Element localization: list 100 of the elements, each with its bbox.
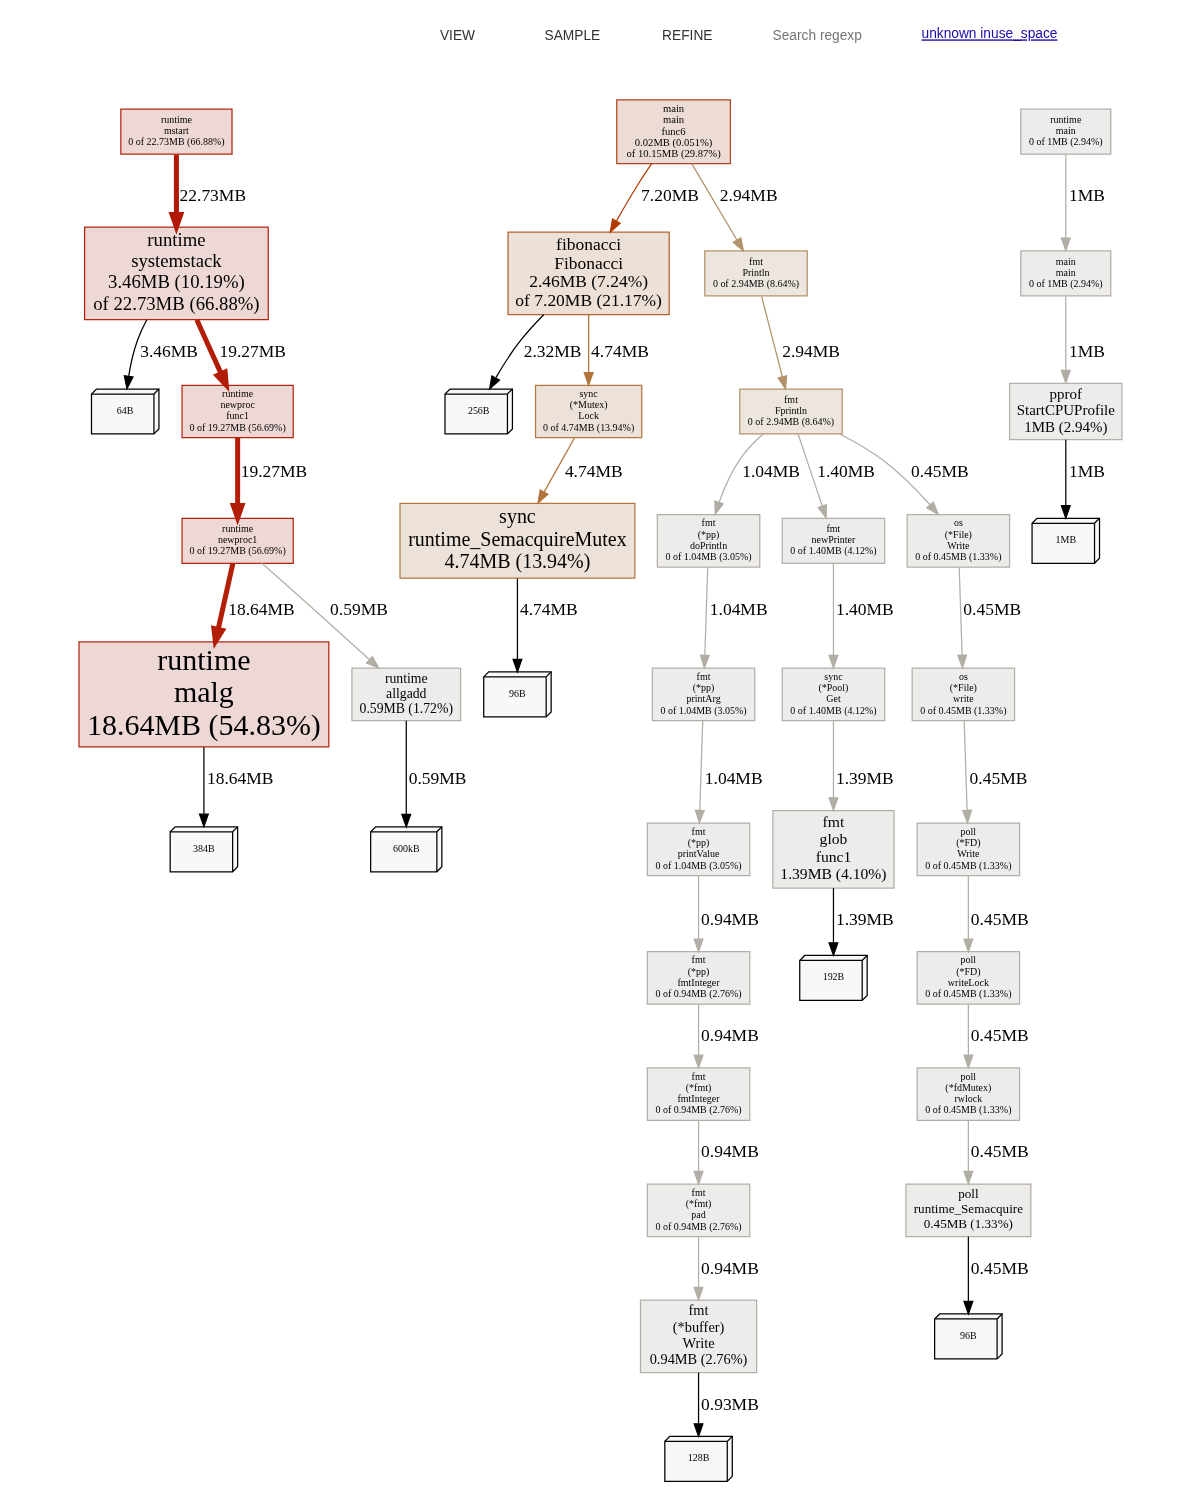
arrow bbox=[760, 295, 787, 391]
node-box: sync (*Mutex) Lock 0 of 4.74MB (13.94%) bbox=[534, 384, 642, 439]
edge-label: 4.74MB bbox=[519, 599, 578, 620]
arrow bbox=[713, 433, 764, 517]
edge-label: 0.45MB bbox=[969, 767, 1027, 788]
arrow bbox=[194, 318, 229, 392]
node-box: sync (*Pool) Get 0 of 1.40MB (4.12%) bbox=[781, 667, 885, 722]
arrow bbox=[962, 1003, 974, 1070]
arrow bbox=[827, 720, 839, 813]
edge-label: 4.74MB bbox=[564, 460, 623, 481]
edge-label: 0.45MB bbox=[970, 909, 1029, 930]
label: REFINE bbox=[661, 27, 712, 43]
arrow bbox=[956, 566, 967, 670]
arrow bbox=[827, 887, 839, 958]
arrow bbox=[1060, 439, 1071, 521]
arrow bbox=[1060, 154, 1071, 253]
arrow bbox=[511, 578, 523, 674]
node-box: runtime newproc func1 0 of 19.27MB (56.69%) bbox=[180, 384, 294, 439]
edge-label: 19.27MB bbox=[240, 460, 307, 481]
arrow bbox=[838, 433, 939, 516]
arrow bbox=[692, 1003, 704, 1070]
arrow bbox=[582, 314, 594, 388]
edge-label: 1MB bbox=[1068, 184, 1105, 205]
node-box: fmt (*pp) printArg 0 of 1.04MB (3.05%) bbox=[651, 667, 755, 722]
edge-label: 7.20MB bbox=[640, 184, 699, 205]
node-box: runtime main 0 of 1MB (2.94%) bbox=[1019, 108, 1111, 155]
node-box: runtime malg 18.64MB (54.83%) bbox=[77, 641, 329, 748]
arrow bbox=[962, 1235, 974, 1316]
arrow bbox=[827, 562, 839, 670]
node-box: poll (*FD) Write 0 of 0.45MB (1.33%) bbox=[916, 822, 1020, 877]
edge-label: 0.45MB bbox=[970, 1141, 1029, 1162]
node-box: main main 0 of 1MB (2.94%) bbox=[1019, 250, 1111, 297]
arrow bbox=[400, 720, 412, 829]
arrow bbox=[692, 1120, 704, 1186]
edge-label: 1.04MB bbox=[741, 460, 800, 481]
node-box: runtime systemstack 3.46MB (10.19%) of 22.73MB (66.88%) bbox=[83, 226, 269, 321]
edge-label: 0.94MB bbox=[700, 1025, 759, 1046]
edge-label: 0.94MB bbox=[700, 909, 759, 930]
edge-label: 1.04MB bbox=[704, 767, 763, 788]
edge-label: 0.45MB bbox=[970, 1025, 1029, 1046]
node-box: main main func6 0.02MB (0.051%) of 10.15MB (29.87%) bbox=[615, 99, 731, 165]
edge-label: 4.74MB bbox=[590, 340, 649, 361]
arrow bbox=[229, 437, 246, 526]
node-box: poll (*fdMutex) rwlock 0 of 0.45MB (1.33%) bbox=[916, 1067, 1020, 1121]
node-box: poll runtime_Semacquire 0.45MB (1.33%) bbox=[904, 1183, 1031, 1238]
edge-label: 0.59MB bbox=[329, 599, 388, 620]
arrow bbox=[797, 433, 827, 520]
edge-label: 18.64MB bbox=[227, 599, 295, 620]
edge-label: 1.40MB bbox=[835, 599, 894, 620]
arrow bbox=[694, 720, 705, 825]
node-box: fmt (*pp) printValue 0 of 1.04MB (3.05%) bbox=[646, 822, 750, 877]
edge-label: 1MB bbox=[1068, 460, 1105, 481]
arrow bbox=[962, 1120, 974, 1186]
edge-label: 19.27MB bbox=[219, 340, 286, 361]
node-box: os (*File) Write 0 of 0.45MB (1.33%) bbox=[906, 513, 1010, 568]
node-box: fmt (*fmt) pad 0 of 0.94MB (2.76%) bbox=[646, 1183, 750, 1238]
label: Search regexp bbox=[772, 27, 862, 43]
node-box: fmt (*pp) doPrintln 0 of 1.04MB (3.05%) bbox=[656, 513, 760, 568]
arrow bbox=[962, 875, 974, 954]
arrow bbox=[692, 1372, 704, 1439]
edge-label: 0.93MB bbox=[700, 1393, 759, 1414]
node-box: runtime mstart 0 of 22.73MB (66.88%) bbox=[119, 108, 233, 155]
edge-label: 0.94MB bbox=[700, 1257, 759, 1278]
label: VIEW bbox=[439, 27, 475, 43]
node-box: fibonacci Fibonacci 2.46MB (7.24%) of 7.20MB (21.17%) bbox=[506, 231, 670, 316]
arrow bbox=[260, 562, 380, 670]
arrow bbox=[198, 746, 209, 829]
node-box: fmt (*fmt) fmtInteger 0 of 0.94MB (2.76%) bbox=[646, 1067, 750, 1121]
edge-label: 3.46MB bbox=[139, 340, 198, 361]
arrow bbox=[608, 163, 652, 234]
arrow bbox=[692, 1235, 704, 1302]
node-box: fmt (*buffer) Write 0.94MB (2.76%) bbox=[639, 1299, 757, 1374]
edge-label: 1.40MB bbox=[816, 460, 875, 481]
edge-label: 18.64MB bbox=[206, 767, 274, 788]
node-box: sync runtime_SemacquireMutex 4.74MB (13.94%) bbox=[398, 502, 635, 579]
arrow bbox=[1060, 295, 1071, 385]
node-box: fmt (*pp) fmtInteger 0 of 0.94MB (2.76%) bbox=[646, 951, 750, 1005]
label: unknown inuse_space bbox=[921, 26, 1057, 42]
arrow bbox=[168, 154, 184, 235]
node-box: fmt newPrinter 0 of 1.40MB (4.12%) bbox=[781, 517, 885, 564]
edge-label: 2.94MB bbox=[719, 184, 778, 205]
node-box: fmt Println 0 of 2.94MB (8.64%) bbox=[703, 250, 808, 297]
edge-label: 1.39MB bbox=[835, 767, 894, 788]
edge-label: 2.32MB bbox=[523, 340, 581, 361]
edge-label: 0.45MB bbox=[962, 599, 1021, 620]
label: SAMPLE bbox=[544, 27, 600, 43]
arrow bbox=[692, 875, 704, 954]
edge-label: 0.45MB bbox=[970, 1257, 1029, 1278]
edge-label: 1.39MB bbox=[835, 909, 894, 930]
edge-label: 0.94MB bbox=[700, 1141, 759, 1162]
arrow bbox=[699, 566, 710, 670]
arrow bbox=[536, 437, 575, 505]
node-box: pprof StartCPUProfile 1MB (2.94%) bbox=[1008, 382, 1123, 441]
arrow bbox=[488, 314, 544, 391]
node-box: runtime newproc1 0 of 19.27MB (56.69%) bbox=[180, 517, 294, 564]
node-box: fmt glob func1 1.39MB (4.10%) bbox=[771, 809, 895, 889]
node-box: fmt Fprintln 0 of 2.94MB (8.64%) bbox=[738, 388, 843, 435]
node-box: runtime allgadd 0.59MB (1.72%) bbox=[350, 667, 461, 722]
edge-label: 2.94MB bbox=[781, 340, 840, 361]
node-box: os (*File) write 0 of 0.45MB (1.33%) bbox=[911, 667, 1015, 722]
